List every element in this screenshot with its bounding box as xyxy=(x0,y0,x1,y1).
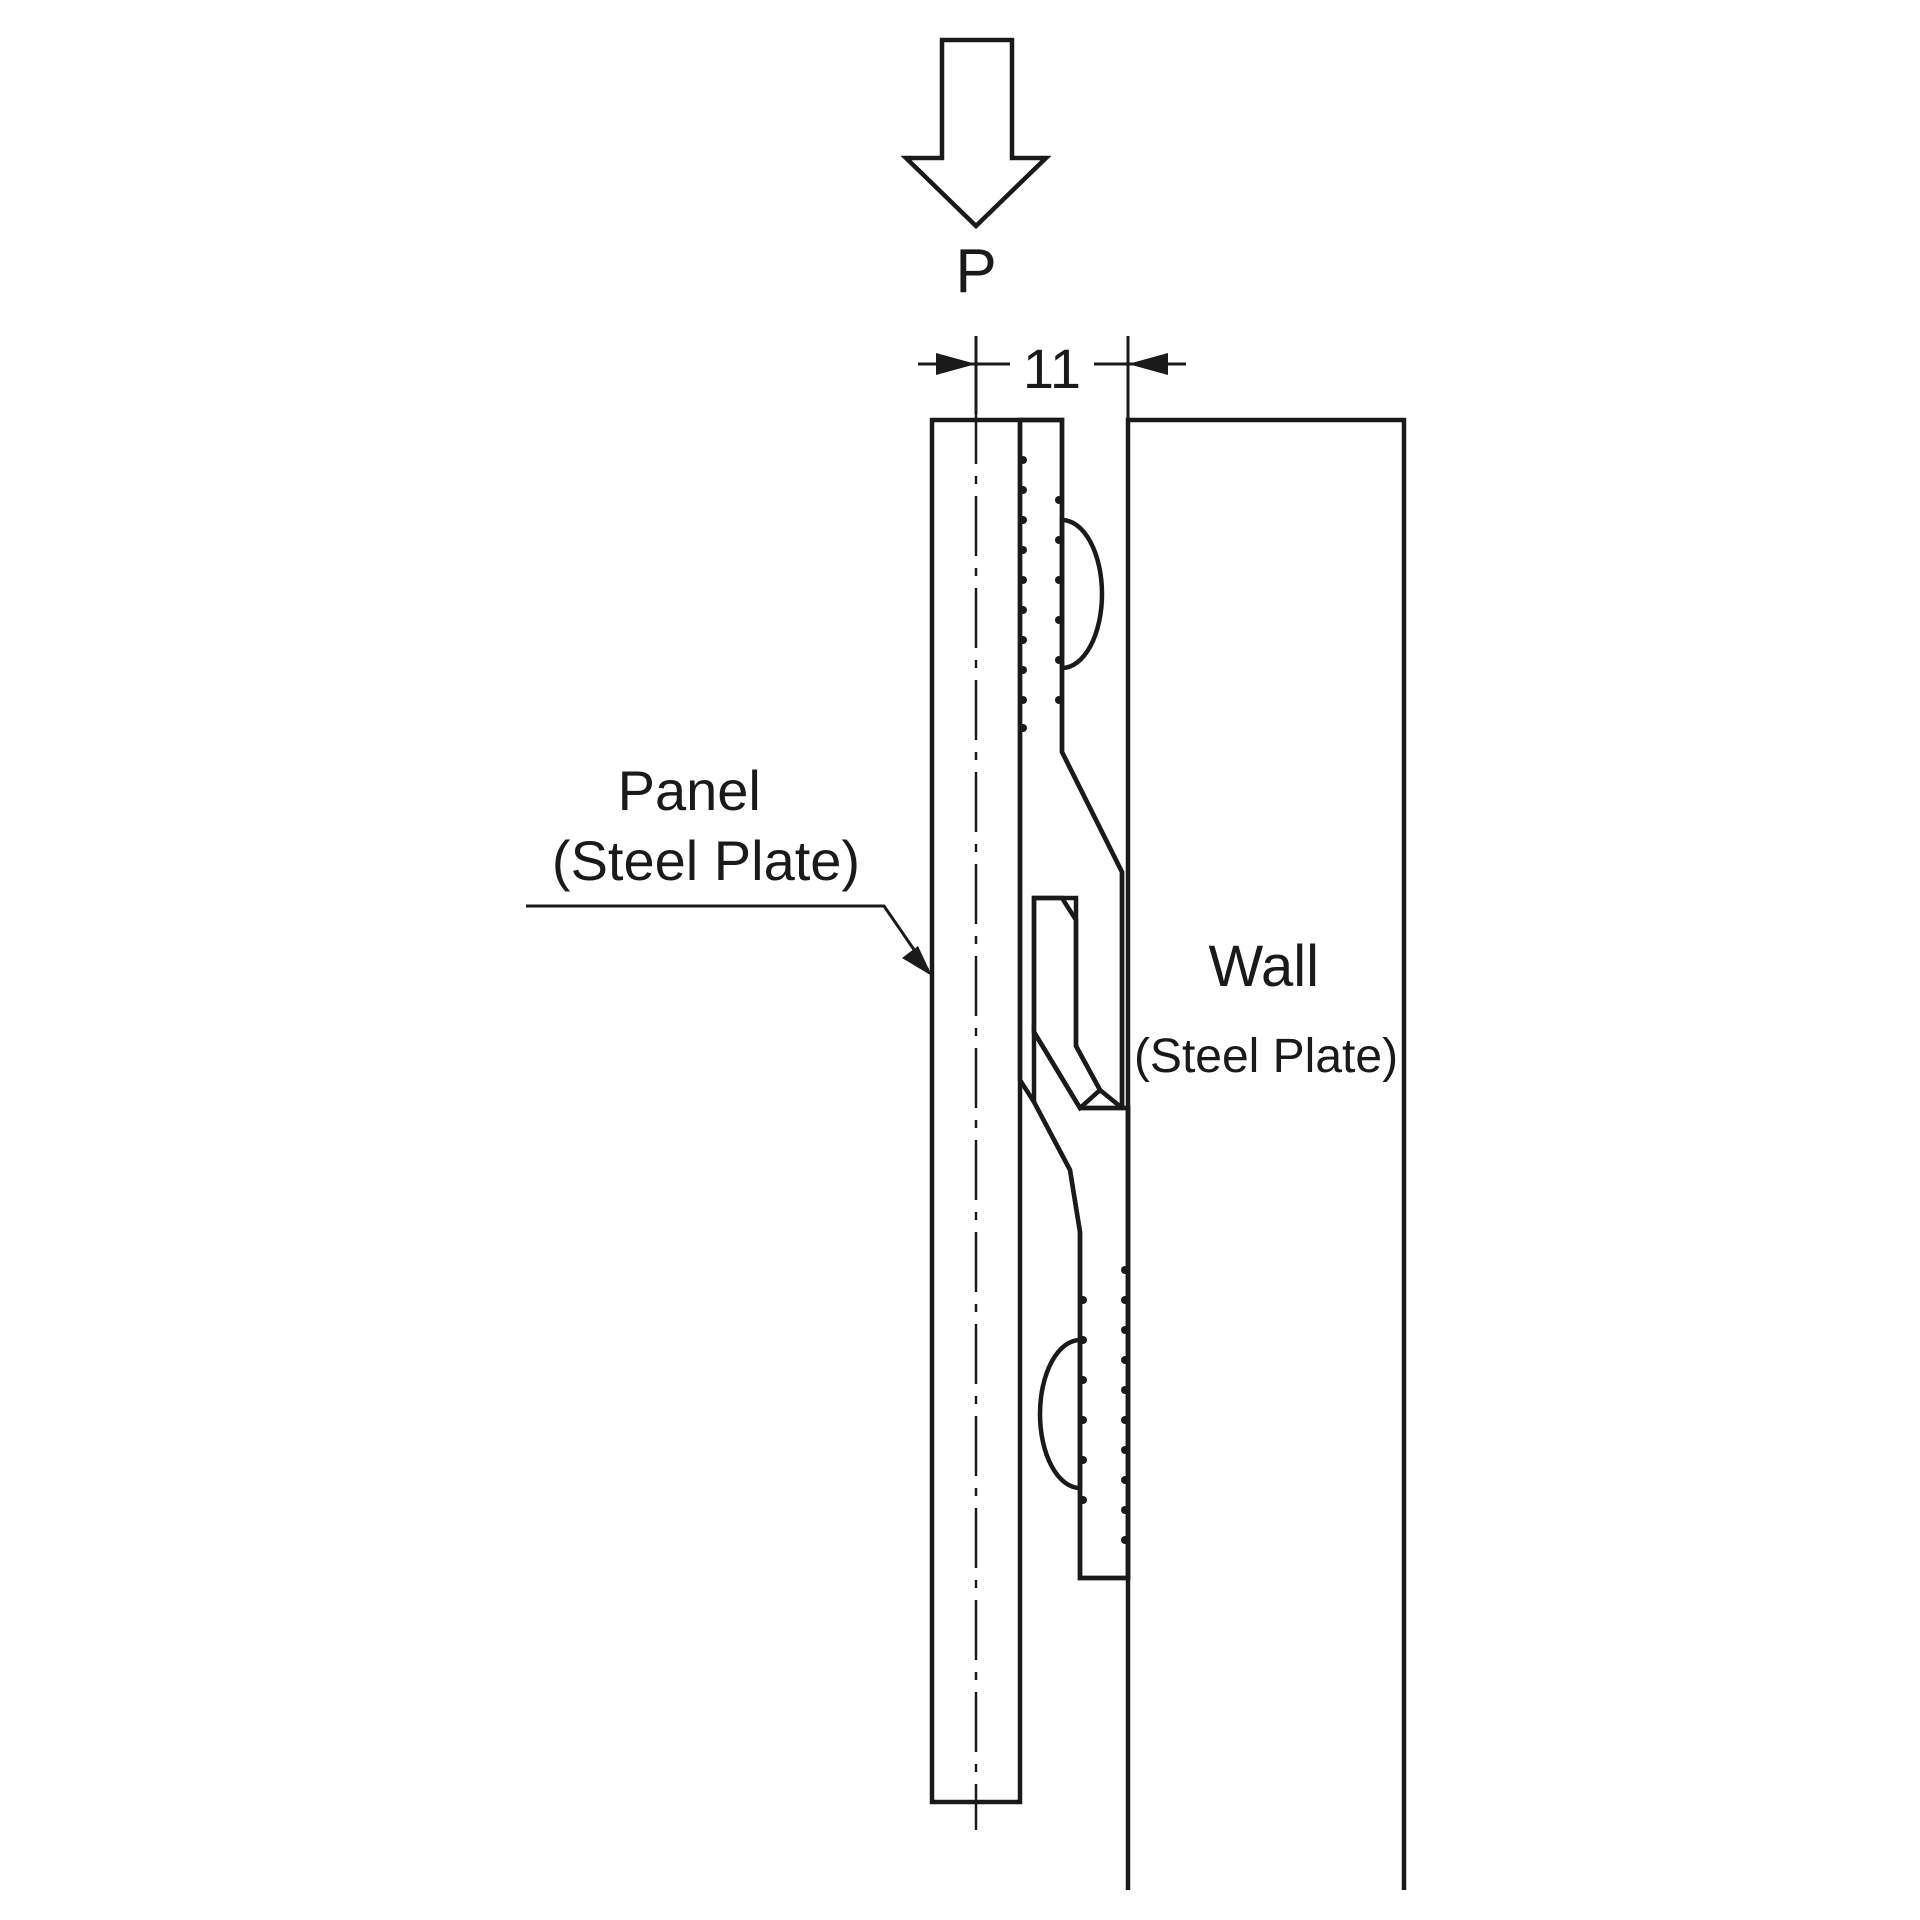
panel-leader xyxy=(526,904,932,976)
dimension-11: 11 xyxy=(918,336,1186,420)
upper-texture xyxy=(1019,456,1063,732)
panel-plate xyxy=(929,404,1023,1830)
wall-label: Wall (Steel Plate) xyxy=(1134,934,1398,1083)
panel-label-line1: Panel xyxy=(618,759,761,822)
panel-label: Panel (Steel Plate) xyxy=(552,759,860,892)
wall-label-line1: Wall xyxy=(1208,934,1319,999)
hinge-bracket xyxy=(1017,417,1131,1581)
load-arrow-icon xyxy=(900,37,1052,230)
dimension-arrow-left-icon xyxy=(936,353,976,375)
lower-texture xyxy=(1079,1266,1129,1544)
wall-plate xyxy=(1125,417,1407,1890)
lower-rivet-icon xyxy=(1037,1337,1083,1491)
panel-leader-arrow-icon xyxy=(902,946,932,976)
wall-label-line2: (Steel Plate) xyxy=(1134,1030,1398,1083)
load-label: P xyxy=(955,237,996,306)
upper-rivet-icon xyxy=(1059,517,1105,671)
panel-label-line2: (Steel Plate) xyxy=(552,829,860,892)
dimension-value: 11 xyxy=(1023,337,1081,400)
dimension-arrow-right-icon xyxy=(1128,353,1168,375)
